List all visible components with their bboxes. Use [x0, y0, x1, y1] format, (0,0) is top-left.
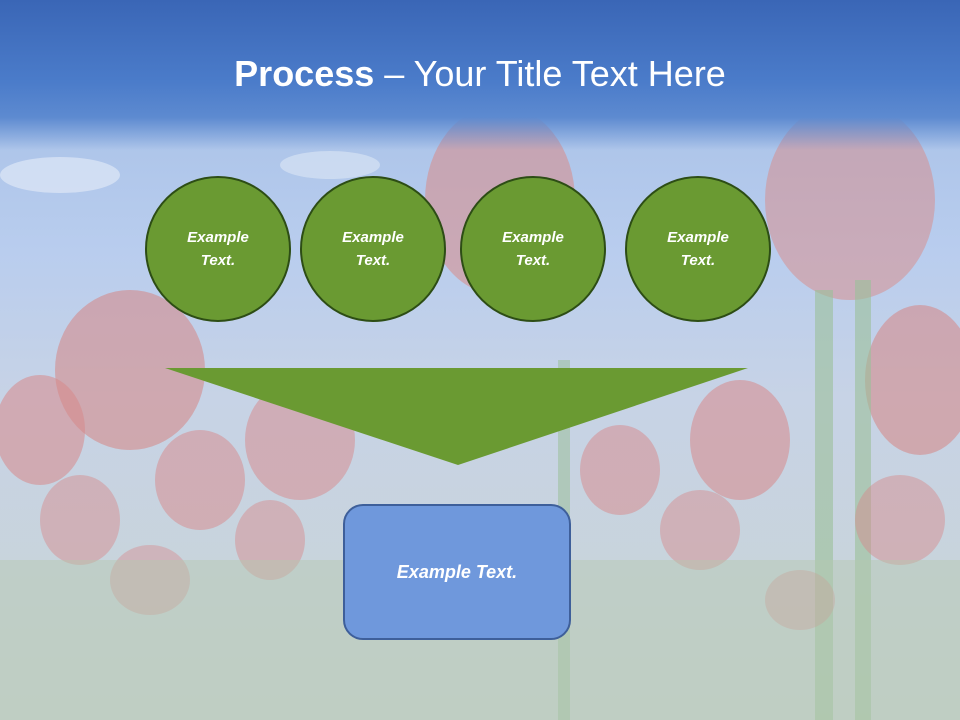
title-bold: Process [234, 53, 375, 94]
process-step-text: Example Text. [342, 229, 404, 269]
title-band [0, 0, 960, 150]
slide-title: Process – Your Title Text Here [0, 52, 960, 96]
process-step-circle: Example Text. [460, 176, 606, 322]
process-step-circle: Example Text. [300, 176, 446, 322]
result-box: Example Text. [343, 504, 571, 640]
title-rest: – Your Title Text Here [374, 53, 726, 94]
process-step-text: Example Text. [502, 229, 564, 269]
result-text: Example Text. [396, 561, 518, 582]
process-step-text: Example Text. [187, 229, 249, 269]
process-step-circle: Example Text. [625, 176, 771, 322]
process-step-circle: Example Text. [145, 176, 291, 322]
process-step-text: Example Text. [667, 229, 729, 269]
